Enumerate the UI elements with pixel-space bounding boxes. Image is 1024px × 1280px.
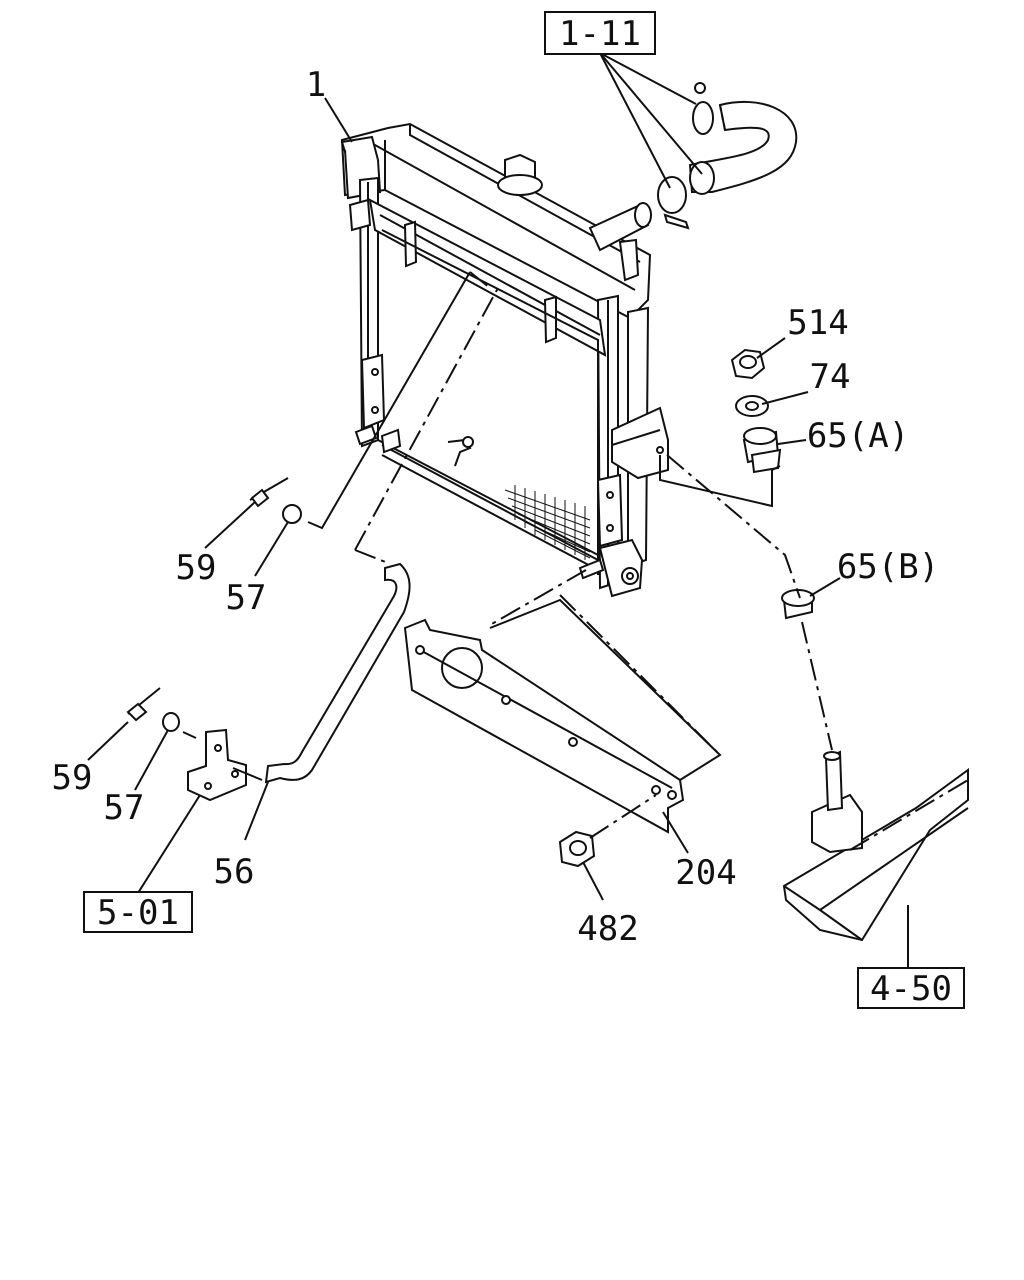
bolts-washers-drawing [126, 477, 302, 732]
leader-lines [87, 52, 909, 968]
reference-box-5-01[interactable]: 5-01 [83, 891, 193, 933]
clip-bracket-drawing [187, 728, 247, 802]
mounts-drawing [730, 348, 815, 620]
part-label-514: 514 [787, 303, 848, 343]
part-label-59-top: 59 [176, 548, 217, 588]
reference-box-1-11[interactable]: 1-11 [544, 11, 656, 55]
dashed-guide-lines [354, 271, 969, 851]
part-label-57-top: 57 [226, 578, 267, 618]
reference-5-01-label: 5-01 [97, 893, 179, 933]
part-label-56: 56 [214, 852, 255, 892]
reference-box-4-50[interactable]: 4-50 [857, 967, 965, 1009]
part-label-59-bottom: 59 [52, 758, 93, 798]
part-label-57-bottom: 57 [104, 788, 145, 828]
part-label-65b: 65(B) [837, 547, 939, 587]
shroud-plate-drawing [403, 618, 685, 834]
part-label-1: 1 [306, 65, 326, 105]
part-label-204: 204 [675, 853, 736, 893]
upper-hose-drawing [657, 82, 798, 230]
nut-482-drawing [558, 830, 596, 868]
part-label-74: 74 [810, 357, 851, 397]
part-label-482: 482 [577, 909, 638, 949]
reference-1-11-label: 1-11 [559, 14, 641, 54]
part-label-65a: 65(A) [807, 416, 909, 456]
chassis-frame-drawing [782, 750, 969, 942]
reference-4-50-label: 4-50 [870, 969, 952, 1009]
radiator-drawing [340, 122, 669, 598]
drain-pipe-drawing [264, 562, 411, 784]
